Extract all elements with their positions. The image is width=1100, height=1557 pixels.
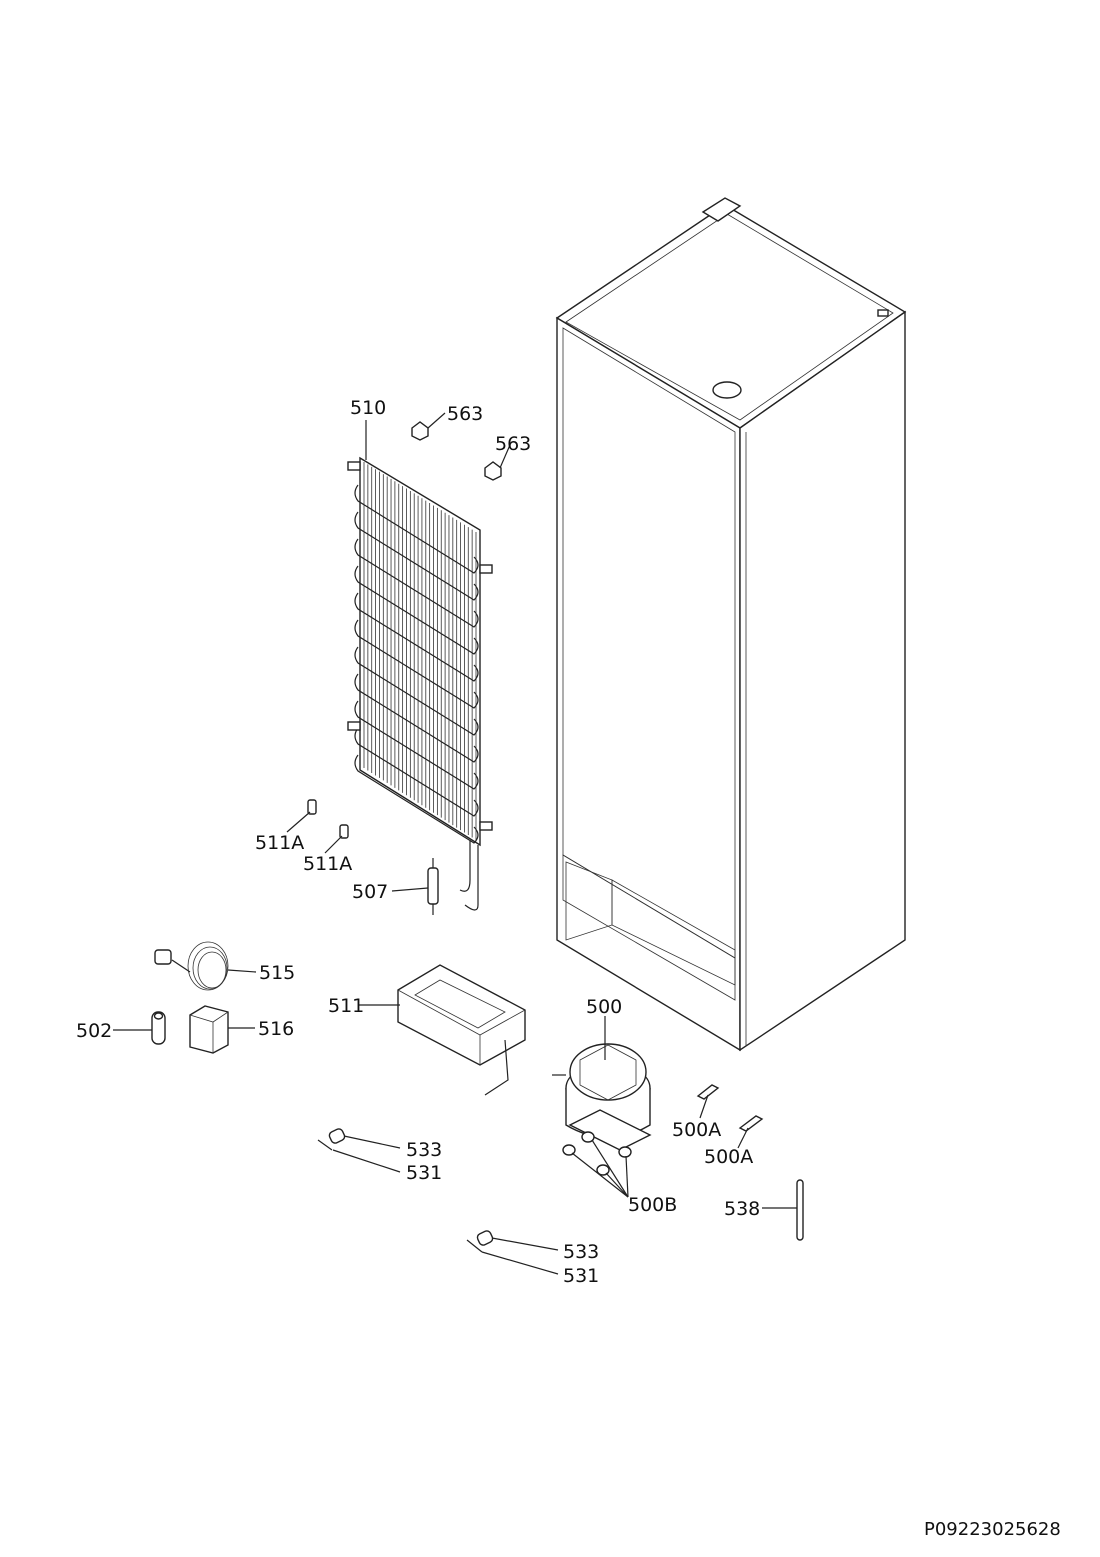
label-515: 515 (259, 962, 295, 984)
part-511a-b (339, 824, 349, 839)
reference-number: P09223025628 (924, 1519, 1061, 1540)
label-563-b: 563 (495, 433, 531, 455)
label-500: 500 (586, 996, 622, 1018)
condenser-tube-loop (354, 484, 479, 574)
label-511a-b: 511A (303, 853, 352, 875)
condenser-tube-loop (354, 619, 479, 709)
label-500a-a: 500A (672, 1119, 721, 1141)
condenser-tube-loop (354, 511, 479, 601)
label-507: 507 (352, 881, 388, 903)
label-500b: 500B (628, 1194, 677, 1216)
leader-lines (113, 412, 797, 1275)
condenser-tube-loop (354, 754, 479, 844)
power-cord-515 (154, 941, 229, 991)
part-531-b (466, 1239, 483, 1253)
compressor-500 (552, 1043, 652, 1151)
label-538: 538 (724, 1198, 760, 1220)
clip-500a-b (738, 1115, 764, 1132)
label-531-b: 531 (563, 1265, 599, 1287)
label-510: 510 (350, 397, 386, 419)
part-511a-a (307, 799, 317, 815)
relay-box-516 (189, 1005, 229, 1054)
filter-drier-507 (427, 858, 439, 915)
label-533-b: 533 (563, 1241, 599, 1263)
part-531-a (317, 1139, 333, 1151)
condenser-tube-loop (354, 673, 479, 763)
label-563-a: 563 (447, 403, 483, 425)
mounting-feet-500b (562, 1131, 632, 1176)
tube-538 (796, 1179, 804, 1241)
label-511: 511 (328, 995, 364, 1017)
refrigerator-cabinet (555, 197, 907, 1052)
part-563-b (484, 461, 502, 481)
condenser-tube-loop (354, 565, 479, 655)
condenser-tube-loop (354, 646, 479, 736)
condenser-tube-loop (354, 700, 479, 790)
label-531-a: 531 (406, 1162, 442, 1184)
part-533-b (476, 1230, 494, 1246)
part-533-a (328, 1128, 346, 1144)
drip-tray-511 (397, 964, 526, 1096)
capacitor-502 (151, 1011, 166, 1045)
condenser-tube-loop (354, 727, 479, 817)
clip-500a-a (696, 1084, 720, 1100)
label-500a-b: 500A (704, 1146, 753, 1168)
label-533-a: 533 (406, 1139, 442, 1161)
label-516: 516 (258, 1018, 294, 1040)
condenser-510 (347, 456, 493, 911)
part-563-a (411, 421, 429, 441)
label-502: 502 (76, 1020, 112, 1042)
condenser-tube-loop (354, 538, 479, 628)
condenser-tube-loop (354, 592, 479, 682)
label-511a-a: 511A (255, 832, 304, 854)
